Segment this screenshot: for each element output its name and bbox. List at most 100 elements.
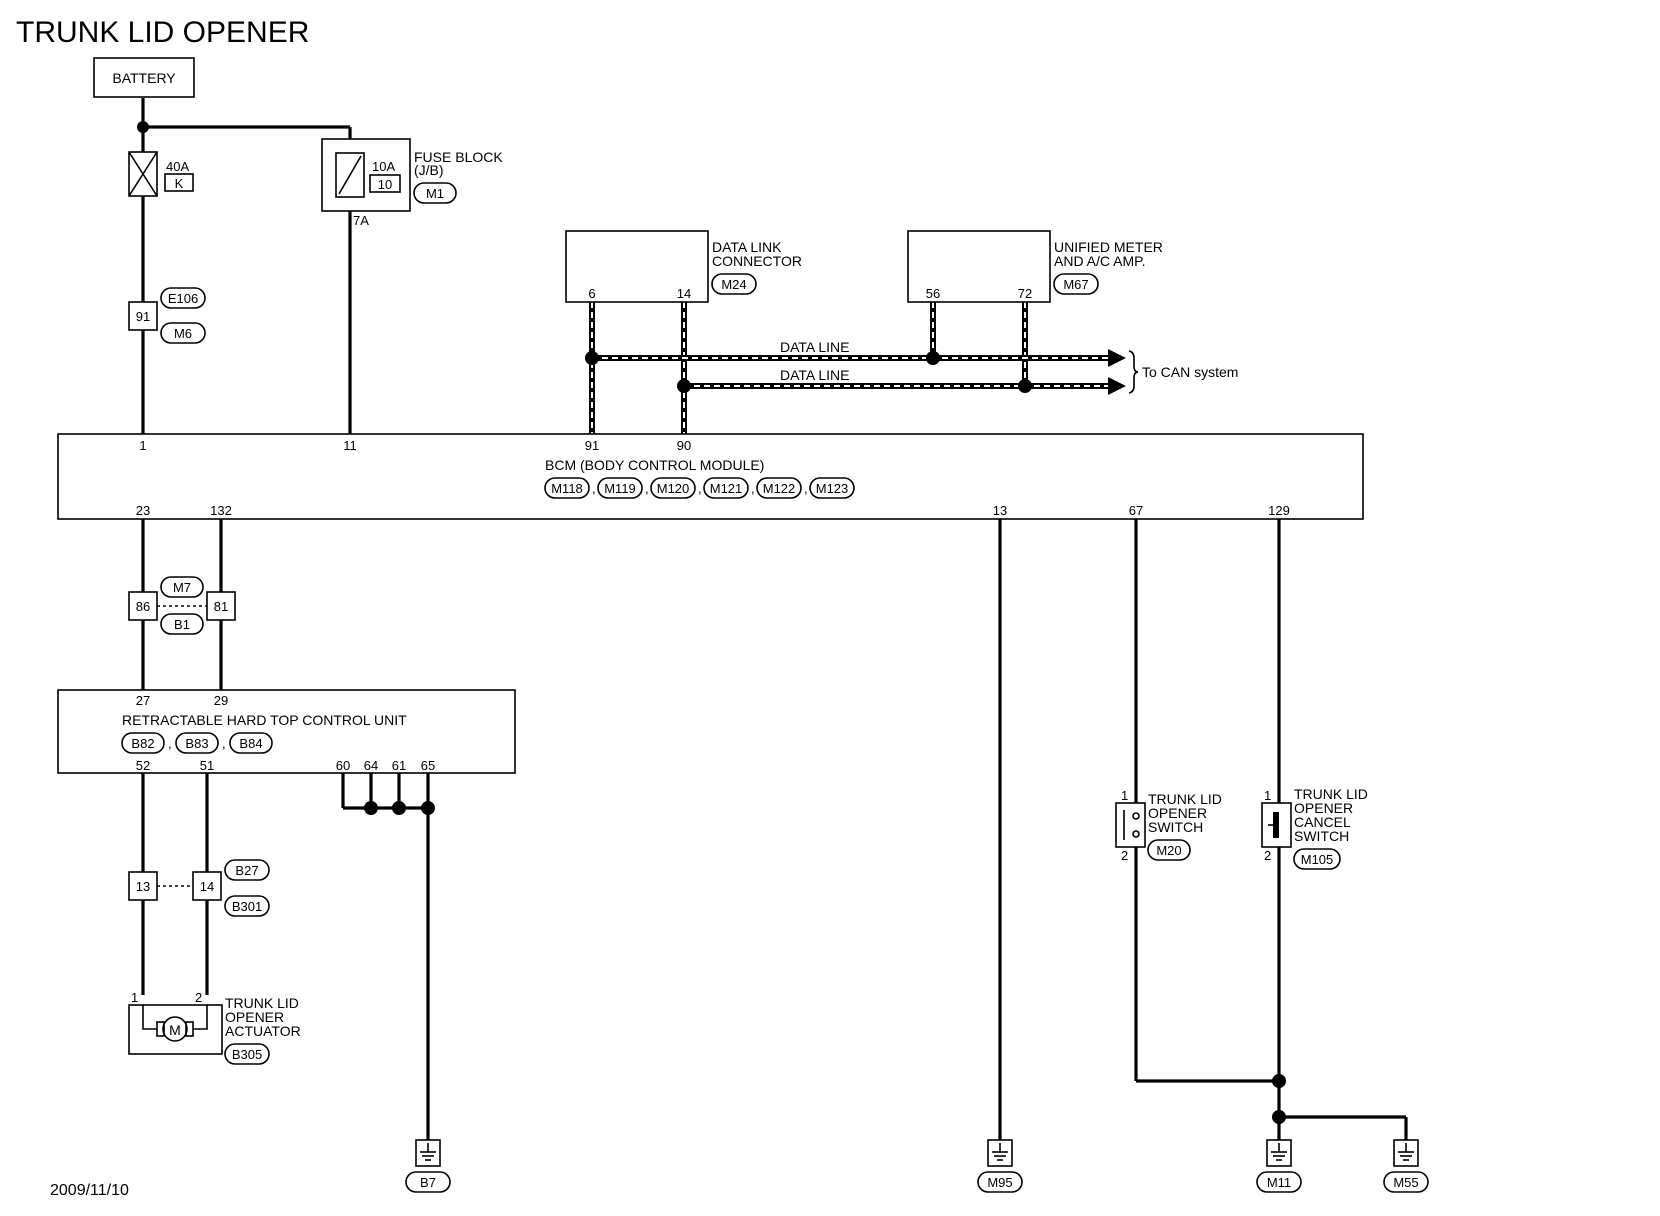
bcm-top-pin-1: 1 bbox=[139, 438, 146, 453]
hardtop-pin-64: 64 bbox=[364, 758, 378, 773]
bcm-top-pin-90: 90 bbox=[677, 438, 691, 453]
actuator-connector: B305 bbox=[232, 1047, 262, 1062]
bcm-connectors: M118 , M119 , M120 , M121 , M122 , M123 bbox=[544, 477, 855, 499]
fuse-block-rating: 10A bbox=[372, 159, 395, 174]
data-line-label-1: DATA LINE bbox=[780, 339, 850, 355]
dlc-connector: M24 bbox=[721, 277, 746, 292]
trunk-lid-opener-cancel-switch: 1 2 TRUNK LID OPENER CANCEL SWITCH M105 bbox=[1261, 786, 1368, 870]
svg-text:,: , bbox=[168, 736, 172, 751]
hardtop-top-pin-29: 29 bbox=[214, 693, 228, 708]
arrow-right-icon bbox=[1108, 377, 1126, 395]
svg-text:,: , bbox=[592, 481, 596, 496]
hardtop-connector: B82 bbox=[131, 736, 154, 751]
to-can-label: To CAN system bbox=[1142, 364, 1238, 380]
joint-m7: 86 81 M7 B1 bbox=[128, 576, 236, 635]
hardtop-pin-51: 51 bbox=[200, 758, 214, 773]
hardtop-pin-52: 52 bbox=[136, 758, 150, 773]
hardtop-connector: B84 bbox=[239, 736, 262, 751]
trunk-lid-opener-actuator: 1 2 M TRUNK LID OPENER ACTUATOR B305 bbox=[128, 990, 301, 1065]
dlc-label-1: DATA LINK bbox=[712, 239, 782, 255]
cancel-switch-pin-1: 1 bbox=[1264, 788, 1271, 803]
opener-switch-pin-2: 2 bbox=[1121, 848, 1128, 863]
bcm-connector: M120 bbox=[657, 481, 690, 496]
cancel-switch-label-1: TRUNK LID bbox=[1294, 786, 1368, 802]
joint-m7-connector-2: B1 bbox=[174, 617, 190, 632]
ground-label: M95 bbox=[987, 1175, 1012, 1190]
joint-m7-pin-81: 81 bbox=[214, 599, 228, 614]
meter-label-2: AND A/C AMP. bbox=[1054, 253, 1146, 269]
svg-text:,: , bbox=[804, 481, 808, 496]
ground-b7: B7 bbox=[405, 1139, 451, 1193]
actuator-pin-1: 1 bbox=[131, 990, 138, 1005]
fuse-40a: 40A K bbox=[128, 151, 194, 197]
joint-b27-pin-13: 13 bbox=[136, 879, 150, 894]
bcm-connector: M122 bbox=[763, 481, 796, 496]
svg-text:,: , bbox=[645, 481, 649, 496]
fuse-40a-id: K bbox=[175, 176, 184, 191]
hardtop-pin-60: 60 bbox=[336, 758, 350, 773]
meter-pin-56: 56 bbox=[926, 286, 940, 301]
bcm-bottom-pin-23: 23 bbox=[136, 503, 150, 518]
junction-dots bbox=[137, 121, 1286, 1124]
fuse-40a-rating: 40A bbox=[166, 159, 189, 174]
can-data-lines: DATA LINE DATA LINE To CAN system bbox=[589, 302, 1238, 434]
hardtop-connector: B83 bbox=[185, 736, 208, 751]
unified-meter: 56 72 UNIFIED METER AND A/C AMP. M67 bbox=[907, 230, 1163, 303]
cancel-switch-label-4: SWITCH bbox=[1294, 828, 1349, 844]
fuse-block-out-pin: 7A bbox=[353, 213, 369, 228]
ground-m11: M11 bbox=[1256, 1139, 1302, 1193]
actuator-label-2: OPENER bbox=[225, 1009, 284, 1025]
fuse-block-label: FUSE BLOCK bbox=[414, 149, 503, 165]
opener-switch-label-2: OPENER bbox=[1148, 805, 1207, 821]
cancel-switch-connector: M105 bbox=[1301, 852, 1334, 867]
trunk-lid-opener-switch: 1 2 TRUNK LID OPENER SWITCH M20 bbox=[1115, 788, 1222, 863]
opener-switch-pin-1: 1 bbox=[1121, 788, 1128, 803]
joint-b27-connector-1: B27 bbox=[235, 863, 258, 878]
joint-e106: 91 E106 M6 bbox=[128, 287, 206, 344]
motor-icon bbox=[162, 1016, 188, 1042]
data-link-connector: 6 14 DATA LINK CONNECTOR M24 bbox=[565, 230, 802, 303]
bcm-top-pin-91: 91 bbox=[585, 438, 599, 453]
dlc-pin-6: 6 bbox=[588, 286, 595, 301]
fuse-block-id: 10 bbox=[378, 177, 392, 192]
bcm-bottom-pin-67: 67 bbox=[1129, 503, 1143, 518]
battery: BATTERY bbox=[93, 57, 195, 98]
bcm-bottom-pin-129: 129 bbox=[1268, 503, 1290, 518]
joint-b27: 13 14 B27 B301 bbox=[128, 859, 270, 917]
ground-label: M11 bbox=[1267, 1175, 1291, 1190]
arrow-right-icon bbox=[1108, 349, 1126, 367]
bcm-top-pin-11: 11 bbox=[343, 438, 357, 453]
cancel-switch-label-2: OPENER bbox=[1294, 800, 1353, 816]
motor-symbol: M bbox=[169, 1022, 181, 1038]
opener-switch-label-3: SWITCH bbox=[1148, 819, 1203, 835]
dlc-pin-14: 14 bbox=[677, 286, 691, 301]
cancel-switch-pin-2: 2 bbox=[1264, 848, 1271, 863]
actuator-label-1: TRUNK LID bbox=[225, 995, 299, 1011]
fuse-block-sublabel: (J/B) bbox=[414, 162, 444, 178]
data-line-label-2: DATA LINE bbox=[780, 367, 850, 383]
joint-b27-connector-2: B301 bbox=[232, 899, 262, 914]
joint-e106-connector-1: E106 bbox=[168, 291, 198, 306]
hardtop-pin-65: 65 bbox=[421, 758, 435, 773]
svg-text:,: , bbox=[751, 481, 755, 496]
actuator-label-3: ACTUATOR bbox=[225, 1023, 301, 1039]
svg-text:,: , bbox=[698, 481, 702, 496]
opener-switch-label-1: TRUNK LID bbox=[1148, 791, 1222, 807]
hardtop-pin-61: 61 bbox=[392, 758, 406, 773]
bcm-bottom-pin-132: 132 bbox=[210, 503, 232, 518]
ground-label: B7 bbox=[420, 1175, 436, 1190]
diagram-date: 2009/11/10 bbox=[50, 1182, 129, 1199]
wires bbox=[141, 98, 1408, 1140]
meter-label-1: UNIFIED METER bbox=[1054, 239, 1163, 255]
fuse-block: 10A 10 FUSE BLOCK (J/B) M1 7A bbox=[321, 138, 503, 228]
fuse-block-connector: M1 bbox=[426, 186, 444, 201]
hardtop-control-unit: 27 29 RETRACTABLE HARD TOP CONTROL UNIT … bbox=[57, 689, 516, 774]
meter-connector: M67 bbox=[1063, 277, 1088, 292]
battery-label: BATTERY bbox=[112, 70, 176, 86]
meter-pin-72: 72 bbox=[1018, 286, 1032, 301]
joint-m7-pin-86: 86 bbox=[136, 599, 150, 614]
bcm-bottom-pin-13: 13 bbox=[993, 503, 1007, 518]
dlc-label-2: CONNECTOR bbox=[712, 253, 802, 269]
joint-b27-pin-14: 14 bbox=[200, 879, 214, 894]
